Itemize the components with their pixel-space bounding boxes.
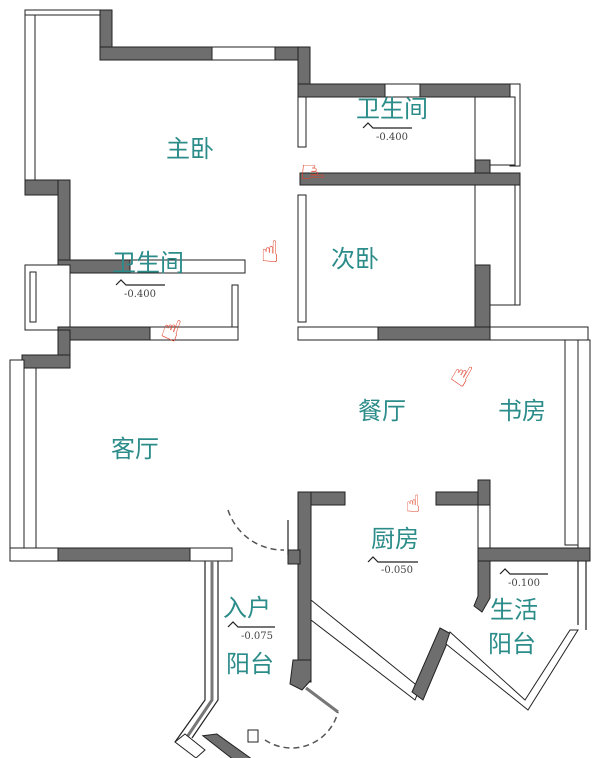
elevation-service-balcony: -0.100 <box>508 578 540 589</box>
wall-thin <box>489 326 589 341</box>
wall-line <box>174 561 206 743</box>
walls <box>9 9 591 758</box>
window-master <box>211 46 276 61</box>
room-label-kitchen: 厨房 <box>371 525 419 553</box>
door-jamb <box>247 729 259 743</box>
room-label-study: 书房 <box>498 397 546 425</box>
window-left-bath <box>29 271 37 323</box>
elevation-bathroom-left: -0.400 <box>124 289 156 300</box>
door-leaf <box>305 686 339 714</box>
wall <box>477 479 491 506</box>
balcony-window-left-top <box>24 9 36 181</box>
elevation-entry-balcony: -0.075 <box>241 631 273 642</box>
elevation-symbol <box>227 621 275 628</box>
elevation-symbol <box>362 122 412 129</box>
wall-thin <box>189 547 233 562</box>
elevation-marks: -0.400 -0.400 -0.050 -0.075 -0.100 <box>115 122 548 642</box>
elevation-bathroom-top: -0.400 <box>376 132 408 143</box>
wall <box>57 326 151 341</box>
window-study <box>577 339 591 551</box>
balcony-window-top <box>24 9 104 16</box>
window-living-inner <box>23 367 37 551</box>
room-label-bathroom-top: 卫生间 <box>356 95 428 123</box>
kitchen-window <box>310 598 421 701</box>
room-label-dining-room: 餐厅 <box>358 397 406 425</box>
window-living <box>9 359 25 556</box>
partition <box>297 96 307 148</box>
window-entry <box>183 561 214 741</box>
wall <box>411 627 452 701</box>
room-label-master-bedroom: 主卧 <box>166 135 214 163</box>
room-label-entry-balcony-2: 阳台 <box>226 650 274 678</box>
wall <box>289 659 312 691</box>
wall <box>473 560 491 613</box>
elevation-symbol <box>367 556 418 563</box>
wall <box>201 733 258 758</box>
wall-thin <box>149 326 239 341</box>
room-label-second-bedroom: 次卧 <box>331 245 379 273</box>
hand-pointer-icon: ☝ <box>261 235 279 270</box>
wall <box>299 172 521 186</box>
hand-pointer-icon: ☝ <box>445 356 478 395</box>
window-study-inner <box>564 339 579 546</box>
service-window <box>445 629 579 711</box>
wall <box>287 549 301 565</box>
wall-line <box>191 561 219 739</box>
partition <box>477 504 491 551</box>
wall <box>21 354 71 369</box>
room-label-living-room: 客厅 <box>111 435 159 463</box>
door-swing-entry <box>264 711 339 749</box>
door-swing-living <box>227 509 285 551</box>
room-label-service-balcony-2: 阳台 <box>488 630 536 658</box>
hand-pointer-icon: ☝ <box>406 490 421 518</box>
wall-thin <box>174 733 206 758</box>
wall-thin <box>297 326 379 341</box>
elevation-kitchen: -0.050 <box>381 565 413 576</box>
room-label-service-balcony: 生活 <box>490 596 538 624</box>
wall <box>419 83 516 98</box>
hand-pointer-icon: ☝ <box>294 163 329 181</box>
elevation-symbol <box>115 279 165 286</box>
wall <box>297 491 312 683</box>
bay-right-top <box>474 96 516 166</box>
partition <box>297 194 307 323</box>
wall <box>99 46 213 61</box>
wall <box>377 326 491 341</box>
wall-thin <box>129 259 246 274</box>
room-labels: 主卧 卫生间 卫生间 次卧 餐厅 书房 客厅 厨房 入户 阳台 生活 阳台 <box>111 95 546 678</box>
room-label-bathroom-left: 卫生间 <box>112 249 184 277</box>
wall <box>57 547 191 562</box>
room-label-entry-balcony: 入户 <box>223 594 271 622</box>
wall <box>477 547 591 562</box>
wall-thin <box>9 547 59 562</box>
elevation-symbol <box>499 568 548 575</box>
